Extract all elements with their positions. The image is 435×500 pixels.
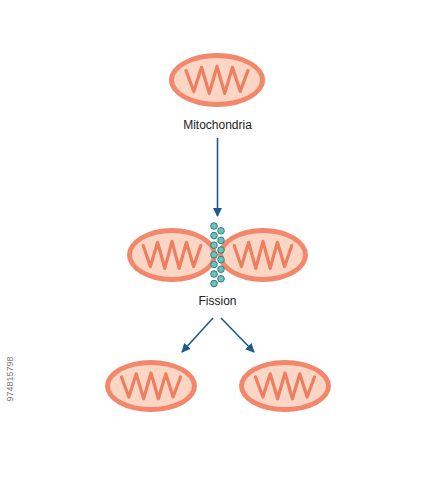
ring-bead (211, 232, 218, 239)
ring-bead (211, 271, 218, 278)
mitochondrion-half (218, 228, 308, 282)
cristae (186, 66, 248, 93)
ring-bead (211, 261, 218, 268)
mitochondrion-stage: Fission (116, 222, 319, 308)
inner-space (174, 58, 260, 102)
mitochondrion-figure (120, 222, 315, 288)
outer-membrane (239, 360, 331, 412)
ring-bead (218, 247, 225, 254)
cristae (143, 241, 201, 268)
stage-label: Mitochondria (161, 118, 274, 132)
mitochondrion-half (127, 228, 217, 282)
cristae (255, 373, 314, 399)
inner-space (223, 233, 303, 277)
fission-ring (211, 223, 225, 287)
ring-bead (211, 223, 218, 230)
ring-bead (218, 256, 225, 263)
outer-membrane (218, 228, 308, 282)
outer-membrane (127, 228, 217, 282)
outer-membrane (105, 360, 197, 412)
ring-bead (218, 266, 225, 273)
ring-bead (218, 276, 225, 283)
watermark: 974815798 (5, 349, 15, 409)
stage-label: Fission (116, 294, 319, 308)
cristae (121, 373, 180, 399)
daughter-mitochondrion (239, 360, 331, 412)
ring-bead (211, 252, 218, 259)
daughter-mitochondrion (105, 360, 197, 412)
inner-space (110, 365, 192, 407)
process-arrow (217, 138, 219, 216)
ring-bead (218, 228, 225, 235)
ring-bead (218, 237, 225, 244)
mitochondrion (169, 53, 265, 107)
split-arrow (221, 318, 254, 352)
mitochondrion-stage: Mitochondria (161, 48, 274, 132)
inner-space (244, 365, 326, 407)
inner-space (132, 233, 212, 277)
mitochondrion-figure (165, 48, 270, 112)
cristae (234, 241, 292, 268)
ring-bead (211, 242, 218, 249)
outer-membrane (169, 53, 265, 107)
ring-bead (211, 280, 218, 287)
split-arrow (182, 318, 213, 352)
